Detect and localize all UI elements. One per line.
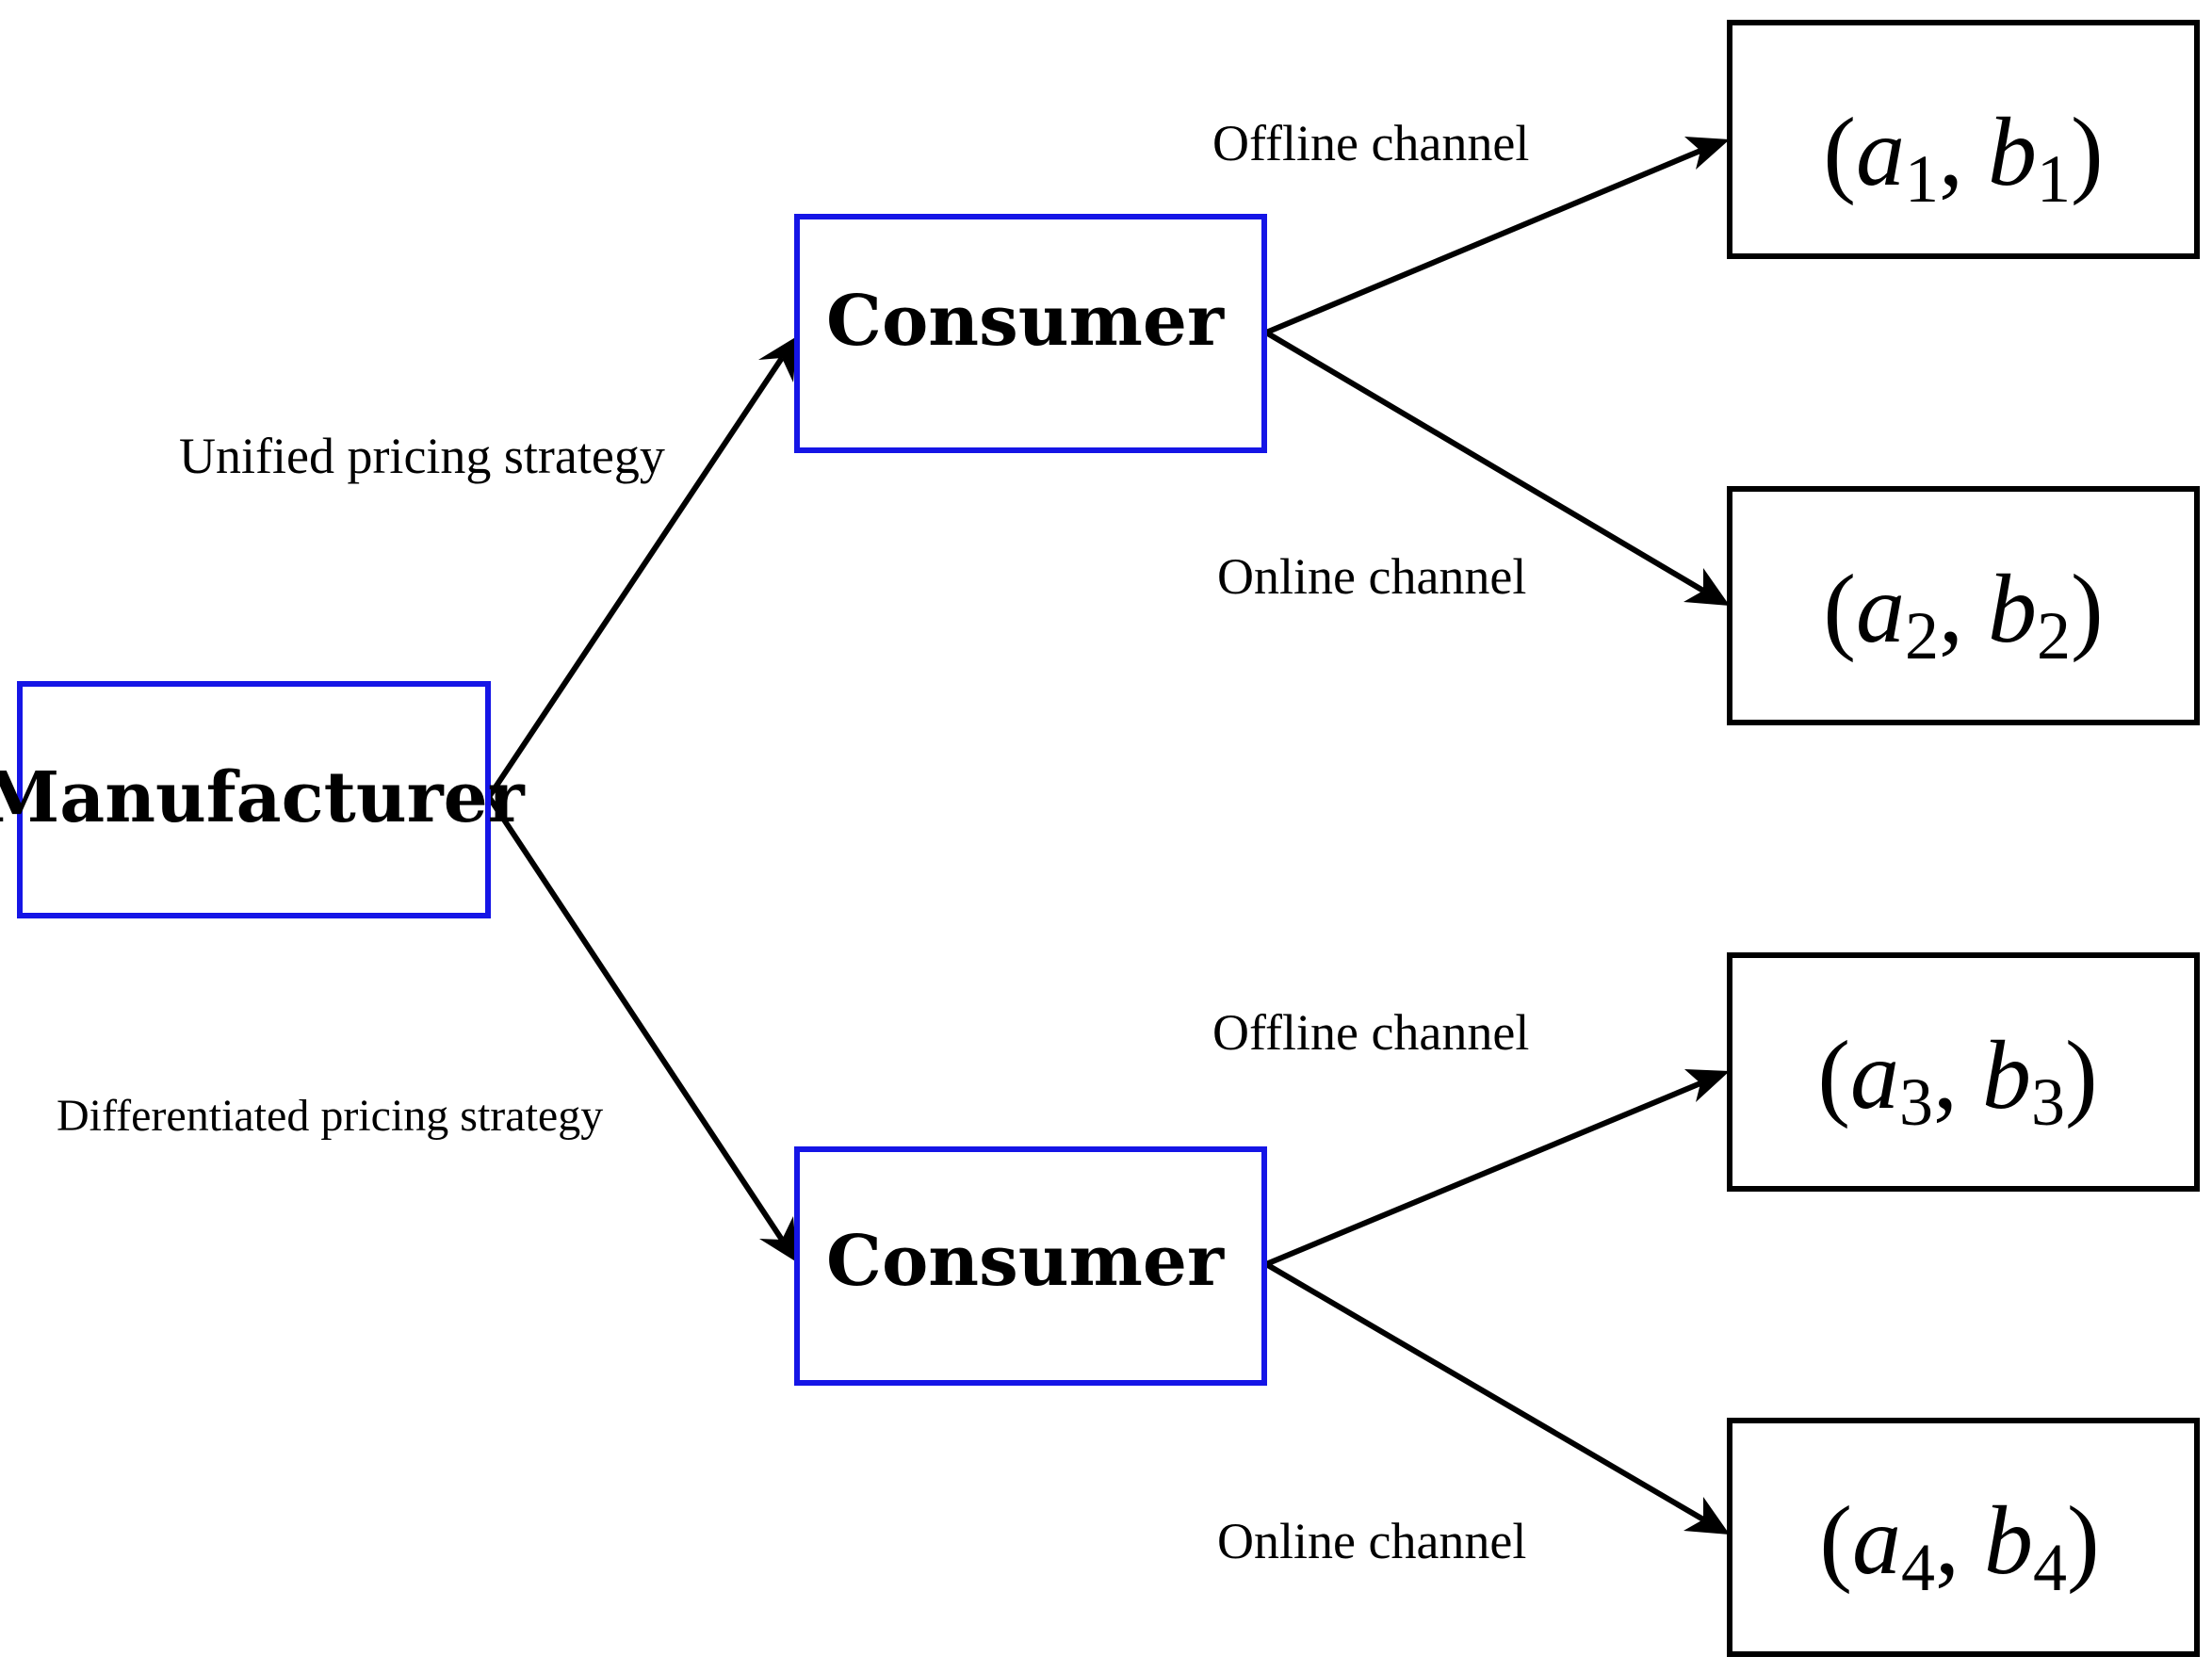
node-consumer-top: Consumer xyxy=(794,214,1267,453)
label-online-channel-top: Online channel xyxy=(1217,548,1526,605)
label-differentiated-pricing-strategy: Differentiated pricing strategy xyxy=(57,1091,603,1141)
arrow-head-outcome-3 xyxy=(1684,1069,1730,1102)
arrow-head-consumer-bottom xyxy=(759,1216,797,1262)
node-manufacturer-label: Manufacturer xyxy=(0,757,526,838)
arrow-manufacturer-to-consumer-bottom xyxy=(486,795,785,1242)
edge-labels: Unified pricing strategy Differentiated … xyxy=(57,115,1529,1569)
label-offline-channel-top: Offline channel xyxy=(1212,115,1529,171)
label-offline-channel-bottom: Offline channel xyxy=(1212,1004,1529,1061)
label-online-channel-bottom: Online channel xyxy=(1217,1513,1526,1569)
arrow-head-outcome-2 xyxy=(1683,568,1730,606)
outcome-2-label: (a2, b2) xyxy=(1823,555,2103,674)
arrow-head-outcome-1 xyxy=(1684,137,1730,170)
label-unified-pricing-strategy: Unified pricing strategy xyxy=(179,428,665,484)
arrow-head-outcome-4 xyxy=(1683,1497,1730,1535)
node-consumer-bottom: Consumer xyxy=(794,1146,1267,1386)
outcome-3: (a3, b3) xyxy=(1727,952,2200,1192)
node-consumer-bottom-label: Consumer xyxy=(826,1221,1225,1302)
arrow-consumer-top-to-outcome-1 xyxy=(1264,148,1702,335)
arrow-consumer-bottom-to-outcome-3 xyxy=(1264,1080,1702,1267)
arrow-consumer-top-to-outcome-2 xyxy=(1264,330,1705,593)
arrow-head-consumer-top xyxy=(758,336,797,382)
arrow-manufacturer-to-consumer-top xyxy=(486,356,785,799)
outcome-1: (a1, b1) xyxy=(1727,20,2200,259)
edges xyxy=(486,137,1730,1535)
node-manufacturer: Manufacturer xyxy=(0,681,526,918)
node-consumer-top-label: Consumer xyxy=(826,281,1225,362)
arrow-consumer-bottom-to-outcome-4 xyxy=(1264,1261,1705,1522)
outcome-4: (a4, b4) xyxy=(1727,1418,2200,1657)
outcome-2: (a2, b2) xyxy=(1727,486,2200,725)
